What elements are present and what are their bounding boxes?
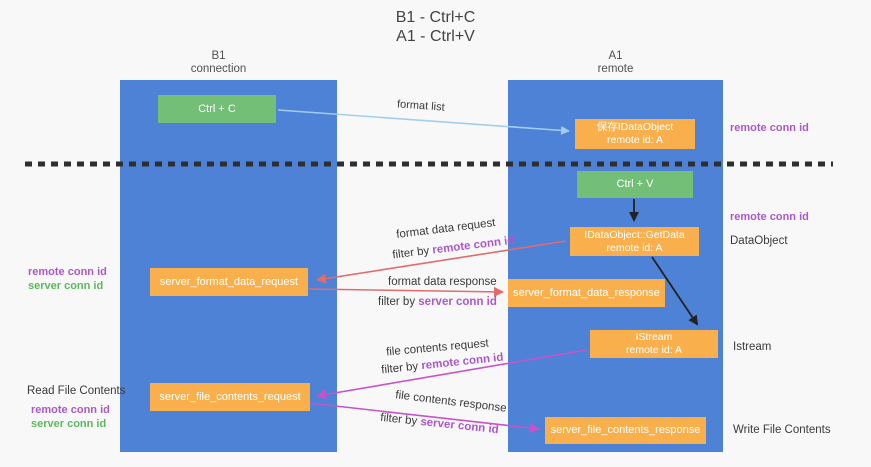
ctrl-c-box: Ctrl + C [158,95,276,123]
left-column-header: B1 connection [120,50,317,76]
dataobject-label: DataObject [730,235,788,247]
format-data-response-filter-label: filter by server conn id [378,296,497,308]
server-file-contents-request-box: server_file_contents_request [150,383,310,411]
remote-conn-id-right-label-1: remote conn id [730,122,809,134]
istream-line2: remote id: A [625,344,683,356]
idataobject-getdata-box: IDataObject::GetData remote id: A [570,227,699,256]
server-conn-id-left-label-1: server conn id [28,280,104,292]
server-format-data-response-box: server_format_data_response [508,279,665,307]
right-column-id: A1 [608,50,623,62]
server-format-data-request-box: server_format_data_request [150,268,308,296]
getdata-to-istream-arrow [651,256,699,326]
idataobject-getdata-line2: remote id: A [606,241,663,254]
server-conn-id-text: server conn id [418,296,497,308]
read-file-contents-label: Read File Contents [27,385,126,397]
remote-conn-id-right-label-2: remote conn id [730,211,809,223]
istream-box: IStream remote id: A [590,330,718,358]
left-column-id: B1 [211,50,226,62]
server-format-data-response-label: server_format_data_response [513,286,660,299]
idataobject-getdata-line1: IDataObject::GetData [584,228,685,241]
format-data-request-arrow [316,240,567,284]
format-list-arrow [277,109,570,135]
format-data-response-label: format data response [388,276,497,288]
file-contents-request-arrow [316,349,587,400]
server-conn-id-left-label-2: server conn id [31,418,107,430]
write-file-contents-label: Write File Contents [733,424,831,436]
server-format-data-request-label: server_format_data_request [159,275,299,288]
title-line-1: B1 - Ctrl+C [395,9,476,26]
save-idataobject-line1: 保存IDataObject [596,121,674,133]
ctrl-c-label: Ctrl + C [198,102,236,115]
save-idataobject-box: 保存IDataObject remote id: A [575,119,695,149]
istream-side-label: Istream [733,341,772,353]
server-file-contents-response-box: server_file_contents_response [545,417,706,444]
title-line-2: A1 - Ctrl+V [396,28,475,45]
diagram-title: B1 - Ctrl+C A1 - Ctrl+V [0,8,871,46]
remote-conn-id-left-label-2: remote conn id [31,404,110,416]
remote-conn-id-left-label-1: remote conn id [28,266,107,278]
istream-line1: IStream [635,331,673,343]
ctrl-v-label: Ctrl + V [616,178,654,190]
save-idataobject-line2: remote id: A [606,134,664,146]
left-column-role: connection [190,63,247,75]
ctrl-v-box: Ctrl + V [577,171,693,198]
file-contents-response-arrow [308,402,540,433]
right-column-header: A1 remote [508,50,723,76]
server-file-contents-response-label: server_file_contents_response [550,424,701,436]
format-data-response-arrow [308,286,504,297]
server-file-contents-request-label: server_file_contents_request [159,390,301,403]
filter-by-text: filter by [378,296,416,308]
right-column-role: remote [597,63,634,75]
